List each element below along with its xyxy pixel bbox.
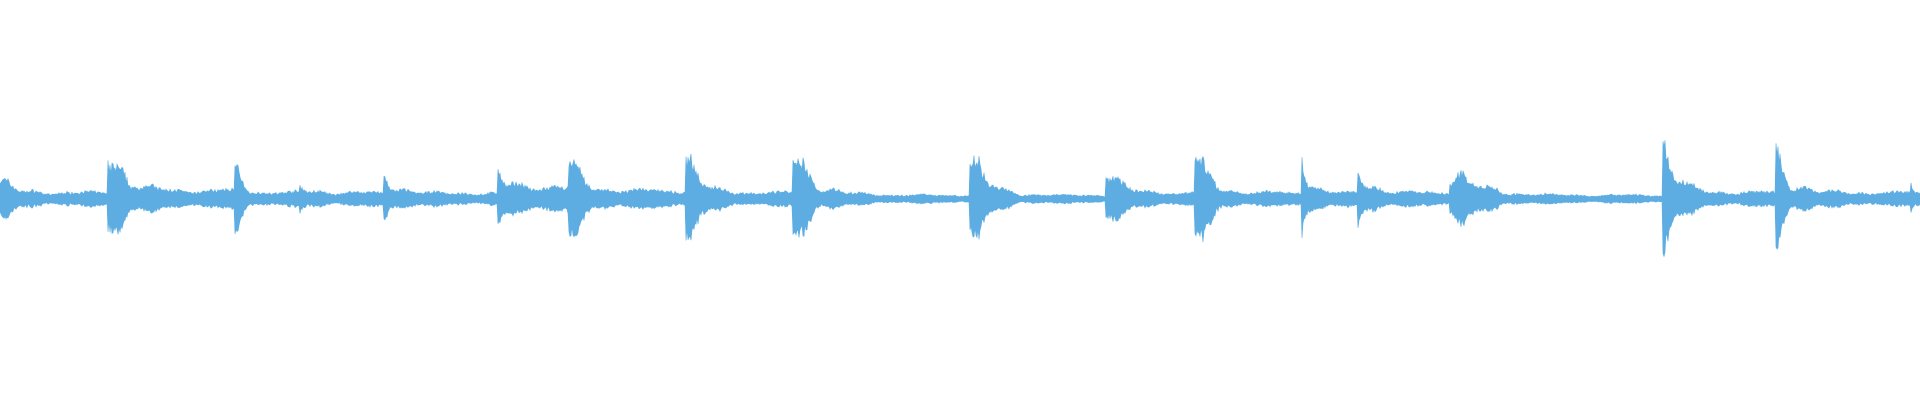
- waveform-envelope: [0, 140, 1920, 258]
